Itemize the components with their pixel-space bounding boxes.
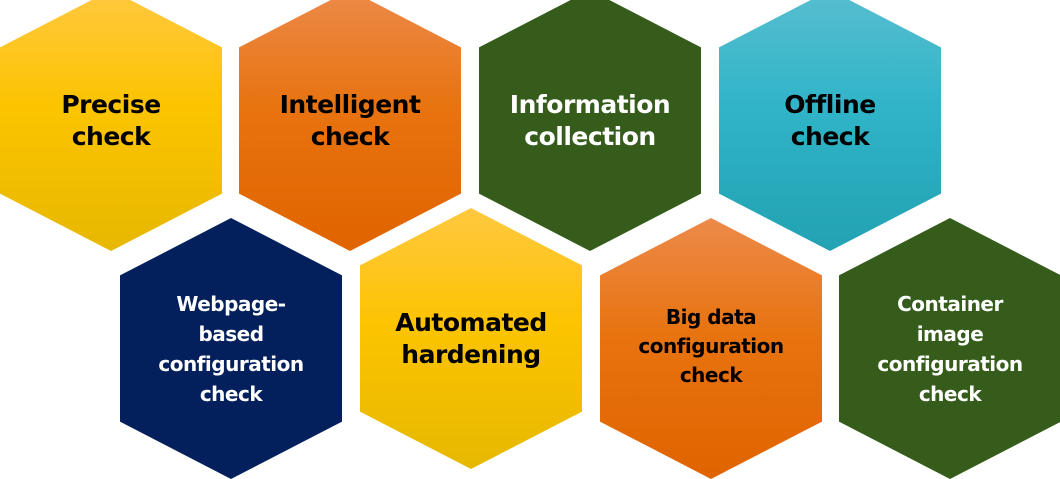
hex-label: Container image configuration check (877, 291, 1023, 406)
hex-automated-hardening: Automated hardening (360, 208, 582, 469)
hex-label: Information collection (509, 89, 671, 151)
hex-label: Webpage-based configuration check (158, 291, 304, 406)
hex-webpage-based-configuration-check: Webpage-based configuration check (120, 218, 342, 479)
hex-offline-check: Offline check (719, 0, 941, 251)
hex-information-collection: Information collection (479, 0, 701, 251)
hex-container-image-configuration-check: Container image configuration check (839, 218, 1060, 479)
hex-label: Intelligent check (279, 89, 421, 151)
hex-label: Offline check (784, 89, 876, 151)
hex-big-data-configuration-check: Big data configuration check (600, 218, 822, 479)
hex-label: Precise check (61, 89, 161, 151)
hex-label: Big data configuration check (638, 305, 784, 387)
hex-precise-check: Precise check (0, 0, 222, 251)
hex-intelligent-check: Intelligent check (239, 0, 461, 251)
hex-label: Automated hardening (395, 307, 547, 369)
